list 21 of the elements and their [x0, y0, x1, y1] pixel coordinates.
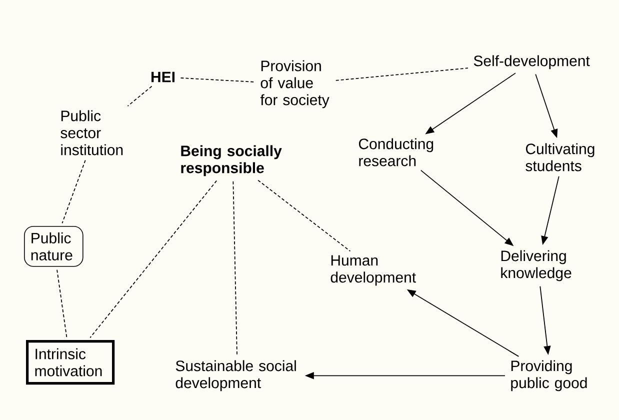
- plain-text: Conducting research: [358, 138, 434, 166]
- plain-text: Providing public good: [511, 360, 587, 392]
- plain-text: Sustainable social development: [176, 360, 296, 392]
- dashed-line: [127, 86, 152, 107]
- dashed-line: [180, 78, 256, 82]
- plain-text: Self-development: [474, 55, 590, 70]
- bold-text: HEI: [152, 72, 174, 82]
- rounded-box: Public nature: [24, 226, 84, 267]
- dashed-line: [232, 180, 238, 356]
- plain-text: Public sector institution: [60, 110, 123, 156]
- plain-text: Delivering knowledge: [501, 250, 572, 282]
- plain-text: Cultivating students: [526, 143, 594, 172]
- dashed-line: [90, 180, 218, 338]
- bold-box: Intrinsic motivation: [26, 340, 115, 385]
- dashed-line: [258, 180, 351, 252]
- plain-text: Provision of value for society: [260, 60, 330, 108]
- dashed-line: [62, 160, 86, 224]
- dashed-line: [335, 68, 468, 81]
- bold-text: Being socially responsible: [181, 145, 282, 176]
- plain-text: Human development: [330, 255, 416, 286]
- dashed-line: [56, 269, 68, 338]
